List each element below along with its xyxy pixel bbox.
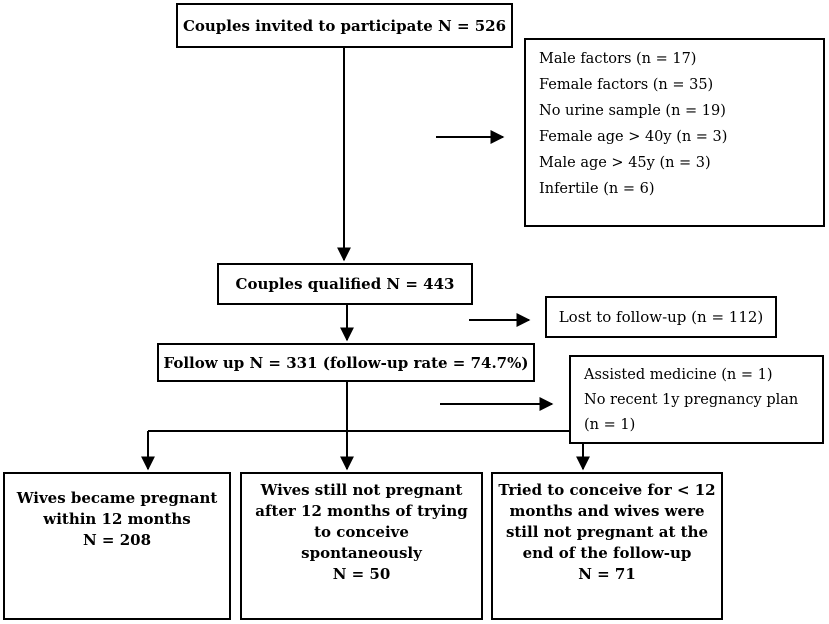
removed-item: Assisted medicine (n = 1)	[584, 367, 773, 383]
removed-item: No recent 1y pregnancy plan	[584, 392, 799, 408]
node-lost-label: Lost to follow-up (n = 112)	[558, 308, 764, 326]
outcome-line: Tried to conceive for < 12	[498, 481, 716, 499]
outcome-line: after 12 months of trying	[255, 502, 468, 520]
node-qualified-label: Couples qualified N = 443	[235, 275, 455, 293]
node-invited-label: Couples invited to participate N = 526	[182, 16, 507, 35]
node-outcome-not-pregnant: Wives still not pregnant after 12 months…	[240, 472, 483, 620]
outcome-line: spontaneously	[301, 544, 422, 562]
node-lost: Lost to follow-up (n = 112)	[545, 296, 777, 338]
node-followup-label: Follow up N = 331 (follow-up rate = 74.7…	[163, 353, 529, 372]
outcome-line: N = 50	[332, 565, 391, 583]
outcome-line: months and wives were	[509, 502, 705, 520]
exclusion-item: Infertile (n = 6)	[539, 181, 655, 197]
outcome-line: end of the follow-up	[522, 544, 692, 562]
node-followup: Follow up N = 331 (follow-up rate = 74.7…	[157, 343, 535, 382]
exclusion-item: Female factors (n = 35)	[539, 77, 714, 93]
exclusion-item: No urine sample (n = 19)	[539, 103, 726, 119]
node-exclusions: Male factors (n = 17) Female factors (n …	[524, 38, 825, 227]
removed-item: (n = 1)	[584, 417, 636, 433]
outcome-line: N = 71	[578, 565, 636, 583]
node-outcome-pregnant: Wives became pregnant within 12 months N…	[3, 472, 231, 620]
outcome-line: N = 208	[82, 531, 152, 549]
node-qualified: Couples qualified N = 443	[217, 263, 473, 305]
node-invited: Couples invited to participate N = 526	[176, 3, 513, 48]
node-outcome-ongoing: Tried to conceive for < 12 months and wi…	[491, 472, 723, 620]
exclusion-item: Male age > 45y (n = 3)	[539, 155, 711, 171]
node-removed: Assisted medicine (n = 1) No recent 1y p…	[569, 355, 824, 444]
exclusion-item: Male factors (n = 17)	[539, 51, 697, 67]
outcome-line: to conceive	[314, 523, 409, 541]
exclusion-item: Female age > 40y (n = 3)	[539, 129, 728, 145]
outcome-line: Wives became pregnant	[16, 489, 218, 507]
outcome-line: Wives still not pregnant	[260, 481, 463, 499]
outcome-line: within 12 months	[43, 510, 191, 528]
outcome-line: still not pregnant at the	[505, 523, 709, 541]
